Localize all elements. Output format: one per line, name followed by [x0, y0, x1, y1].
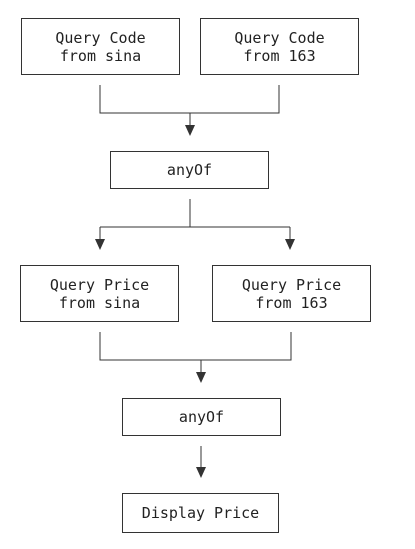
- arrow-to-price-sina: [95, 239, 105, 250]
- node-query-code-sina: Query Code from sina: [21, 18, 180, 75]
- node-query-price-163: Query Price from 163: [212, 265, 371, 322]
- connector-anyof-split: [99, 199, 291, 239]
- arrow-to-price-163: [285, 239, 295, 250]
- arrow-to-display: [196, 467, 206, 478]
- node-query-price-sina: Query Price from sina: [20, 265, 179, 322]
- node-display-price: Display Price: [122, 493, 279, 533]
- arrow-to-anyof-2: [196, 372, 206, 383]
- connector-code-merge: [99, 85, 280, 125]
- node-anyof-1: anyOf: [110, 151, 269, 189]
- node-query-code-163: Query Code from 163: [200, 18, 359, 75]
- arrow-to-anyof-1: [185, 125, 195, 136]
- connector-price-merge: [99, 332, 292, 372]
- node-anyof-2: anyOf: [122, 398, 281, 436]
